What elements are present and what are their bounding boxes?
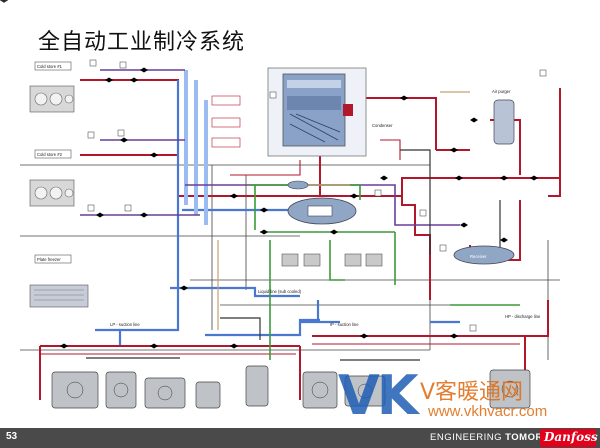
pumps: [281, 253, 383, 267]
hp-discharge-line-label: HP - discharge line: [505, 314, 541, 319]
watermark: VK V客暖通网 www.vkhvacr.com: [338, 366, 600, 428]
tagline-bold: TOMORROW: [505, 432, 568, 443]
footer-tagline: ENGINEERING TOMORROW: [430, 432, 568, 443]
cold-store-2: Cold store #2: [29, 149, 75, 207]
tagline-prefix: ENGINEERING: [430, 432, 506, 443]
discharge-lines-thin: [40, 139, 520, 355]
receiver-vessel: Receiver: [453, 245, 515, 265]
condenser: Condenser: [267, 67, 393, 157]
compressor-detail: [66, 380, 519, 401]
danfoss-logo-text: Danfoss: [544, 430, 598, 444]
line-label-boxes: [211, 95, 241, 148]
suction-lines-light: [184, 70, 208, 225]
slide-title: 全自动工业制冷系统: [38, 30, 246, 55]
condenser-label: Condenser: [372, 123, 393, 128]
valve-icons: [0, 0, 9, 3]
danfoss-logo: Danfoss: [540, 429, 598, 447]
receiver-label: Receiver: [470, 254, 487, 259]
compressors: [51, 365, 531, 409]
ip-suction-line-label: IP - suction line: [330, 322, 359, 327]
air-purger-vessel: Air purger: [492, 89, 515, 145]
watermark-mark: VK: [338, 364, 419, 427]
cold-store-1: Cold store #1: [29, 61, 75, 113]
separator-vessel-1: [287, 180, 357, 225]
watermark-name: V客暖通网: [420, 380, 524, 405]
cold-store-1-label: Cold store #1: [37, 64, 63, 69]
air-purger-label: Air purger: [492, 89, 511, 94]
plate-freezer: Plate freezer: [29, 254, 89, 308]
watermark-url: www.vkhvacr.com: [428, 403, 548, 420]
liquid-line-label: Liquid line (sub cooled): [258, 289, 302, 294]
sensor-icons: [87, 59, 547, 332]
cold-store-2-label: Cold store #2: [37, 152, 63, 157]
footer-bar: 53 ENGINEERING TOMORROW Danfoss: [0, 428, 600, 448]
page-number: 53: [6, 431, 18, 442]
lp-suction-line-label: LP - suction line: [110, 322, 140, 327]
plate-freezer-label: Plate freezer: [37, 257, 61, 262]
suction-lines: [95, 80, 460, 345]
green-lines: [250, 184, 520, 360]
